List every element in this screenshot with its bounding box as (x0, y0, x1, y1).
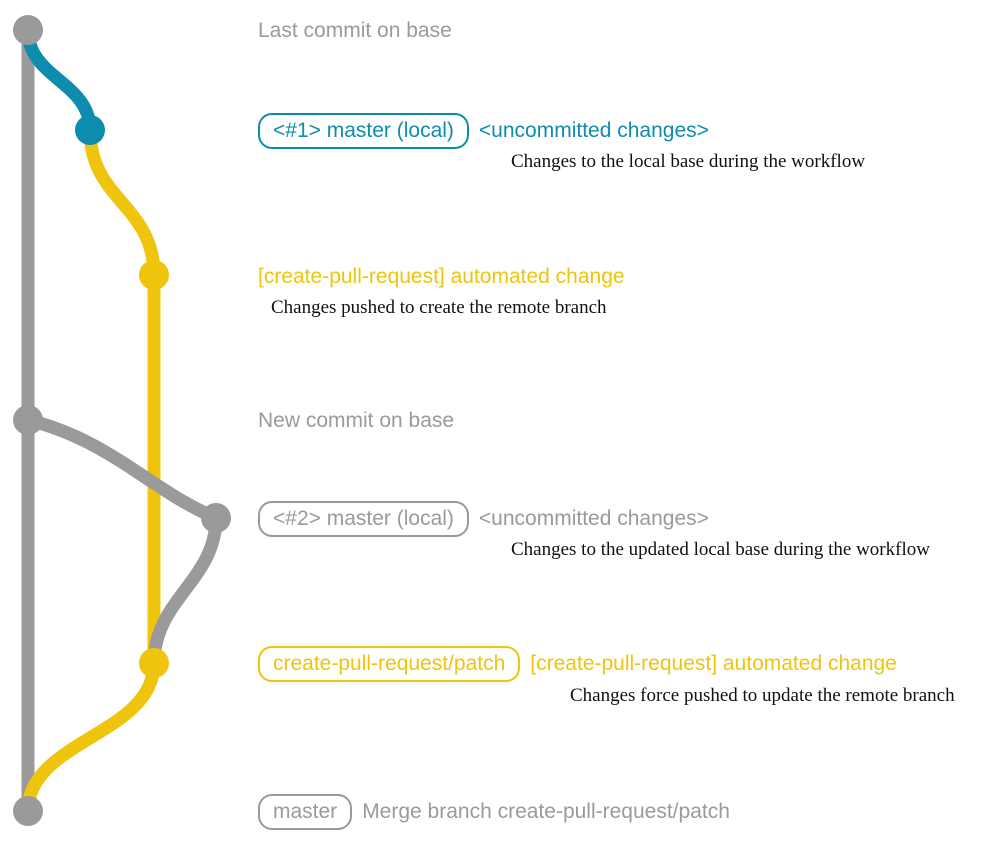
commit-headline-new-commit-on-base: New commit on base (258, 409, 455, 432)
commit-row-merge-commit: master Merge branch create-pull-request/… (258, 794, 730, 830)
commit-node-local-uncommitted-2[interactable] (201, 503, 231, 533)
local-branch-line-blue (21, 23, 97, 137)
commit-row-local-uncommitted-2: <#2> master (local) <uncommitted changes… (258, 501, 709, 537)
commit-row-local-uncommitted-1: <#1> master (local) <uncommitted changes… (258, 113, 709, 149)
branch-badge-create-pull-request-patch[interactable]: create-pull-request/patch (258, 646, 521, 682)
commit-note-local-uncommitted-2: Changes to the updated local base during… (511, 539, 930, 560)
commit-headline-last-commit-on-base: Last commit on base (258, 19, 452, 42)
commit-headline-automated-change-update: [create-pull-request] automated change (530, 652, 897, 675)
commit-headline-merge-commit: Merge branch create-pull-request/patch (362, 800, 730, 823)
patch-merge-line (21, 656, 161, 818)
commit-note-local-uncommitted-1: Changes to the local base during the wor… (511, 151, 866, 172)
patch-branch-line-upper (83, 123, 161, 282)
commit-row-automated-change-update: create-pull-request/patch [create-pull-r… (258, 646, 897, 682)
branch-badge-master-local-1[interactable]: <#1> master (local) (258, 113, 469, 149)
commit-note-automated-change-create: Changes pushed to create the remote bran… (271, 297, 607, 318)
commit-node-local-uncommitted-1[interactable] (75, 115, 105, 145)
updated-local-to-patch-line (147, 511, 223, 670)
commit-headline-local-uncommitted-2: <uncommitted changes> (478, 507, 709, 530)
commit-note-automated-change-update: Changes force pushed to update the remot… (570, 685, 955, 706)
commit-node-automated-change-update[interactable] (139, 648, 169, 678)
branch-badge-master[interactable]: master (258, 794, 353, 830)
commit-headline-automated-change-create: [create-pull-request] automated change (258, 265, 625, 288)
commit-headline-local-uncommitted-1: <uncommitted changes> (478, 119, 709, 142)
updated-local-branch-line (21, 413, 223, 525)
commit-node-merge-commit[interactable] (13, 796, 43, 826)
commit-node-last-commit-on-base[interactable] (13, 15, 43, 45)
commit-node-new-commit-on-base[interactable] (13, 405, 43, 435)
branch-badge-master-local-2[interactable]: <#2> master (local) (258, 501, 469, 537)
commit-node-automated-change-create[interactable] (139, 260, 169, 290)
